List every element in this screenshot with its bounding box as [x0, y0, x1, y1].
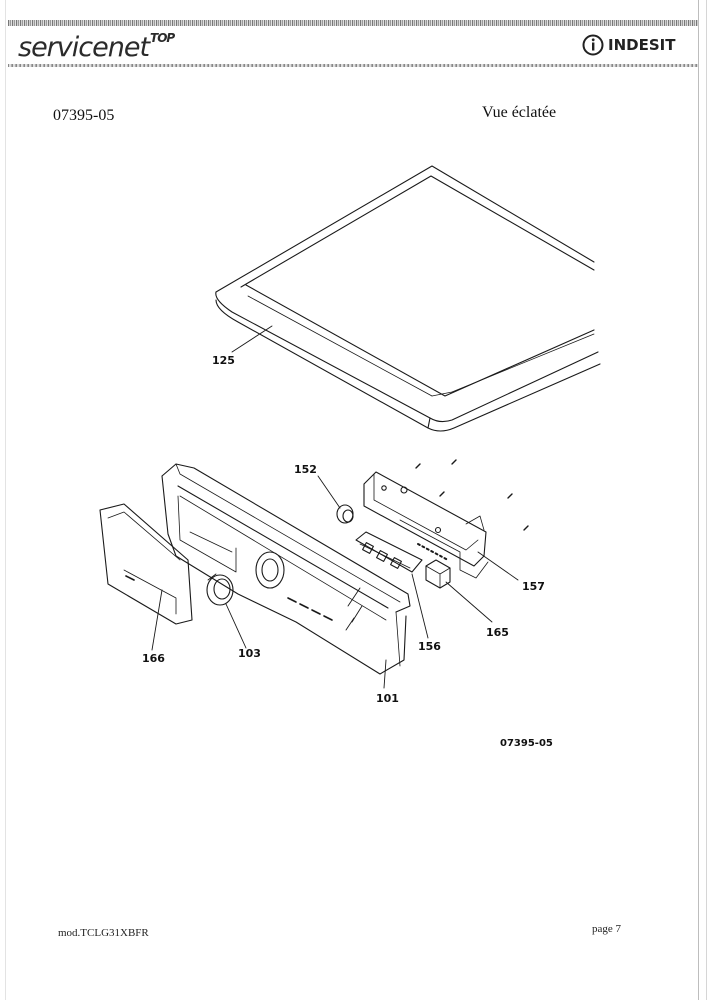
knob-part-103	[206, 573, 234, 606]
callout-103: 103	[238, 647, 261, 660]
servicenet-logo-sup: TOP	[150, 31, 175, 45]
header-band-top	[8, 20, 698, 26]
model-name: mod.TCLG31XBFR	[58, 927, 149, 939]
electronic-board-part-157	[363, 471, 489, 579]
leader-lines	[151, 325, 519, 689]
document-code: 07395-05	[53, 107, 115, 124]
scan-edge-right-outer	[706, 0, 707, 1000]
scan-edge-right	[698, 0, 699, 1000]
indesit-logo: INDESIT	[582, 34, 675, 56]
header-band-bottom	[8, 64, 698, 67]
indesit-brand-icon	[582, 34, 604, 56]
callout-165: 165	[486, 626, 509, 639]
button-part-152	[336, 504, 354, 524]
button-strip-part-156	[355, 531, 423, 573]
drawer-front-part-166	[99, 503, 193, 625]
document-title: Vue éclatée	[482, 104, 557, 121]
callout-125: 125	[212, 354, 235, 367]
lid-part-125	[215, 165, 601, 432]
servicenet-logo-text: servicenet	[18, 32, 150, 63]
callout-156: 156	[418, 640, 441, 653]
page-number: page 7	[592, 923, 622, 935]
callout-157: 157	[522, 580, 545, 593]
scan-edge-left	[5, 0, 6, 1000]
switch-part-165	[425, 559, 451, 589]
diagram-reference: 07395-05	[500, 738, 553, 749]
callout-152: 152	[294, 463, 317, 476]
indesit-logo-text: INDESIT	[608, 36, 676, 54]
screws	[415, 459, 529, 531]
callout-101: 101	[376, 692, 399, 705]
callout-166: 166	[142, 652, 165, 665]
control-panel-part-101	[161, 463, 411, 675]
servicenet-logo: servicenetTOP	[18, 31, 175, 63]
